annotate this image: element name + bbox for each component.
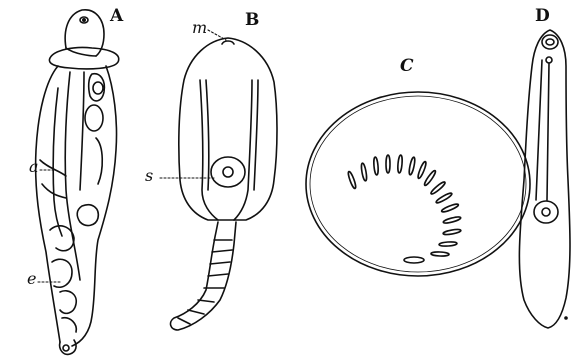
- specimen-d-drawing: [519, 30, 570, 328]
- panel-label-a: A: [110, 8, 123, 25]
- specimen-a-drawing: [36, 10, 119, 355]
- specimen-b-drawing: [160, 30, 277, 330]
- specimen-c-drawing: [306, 92, 530, 276]
- panel-label-b: B: [245, 12, 259, 29]
- part-label-a: a: [29, 159, 39, 175]
- part-label-e: e: [27, 271, 36, 287]
- panel-label-c: C: [400, 58, 414, 75]
- panel-label-d: D: [535, 8, 550, 25]
- part-label-s: s: [145, 168, 153, 184]
- part-label-m: m: [192, 20, 207, 36]
